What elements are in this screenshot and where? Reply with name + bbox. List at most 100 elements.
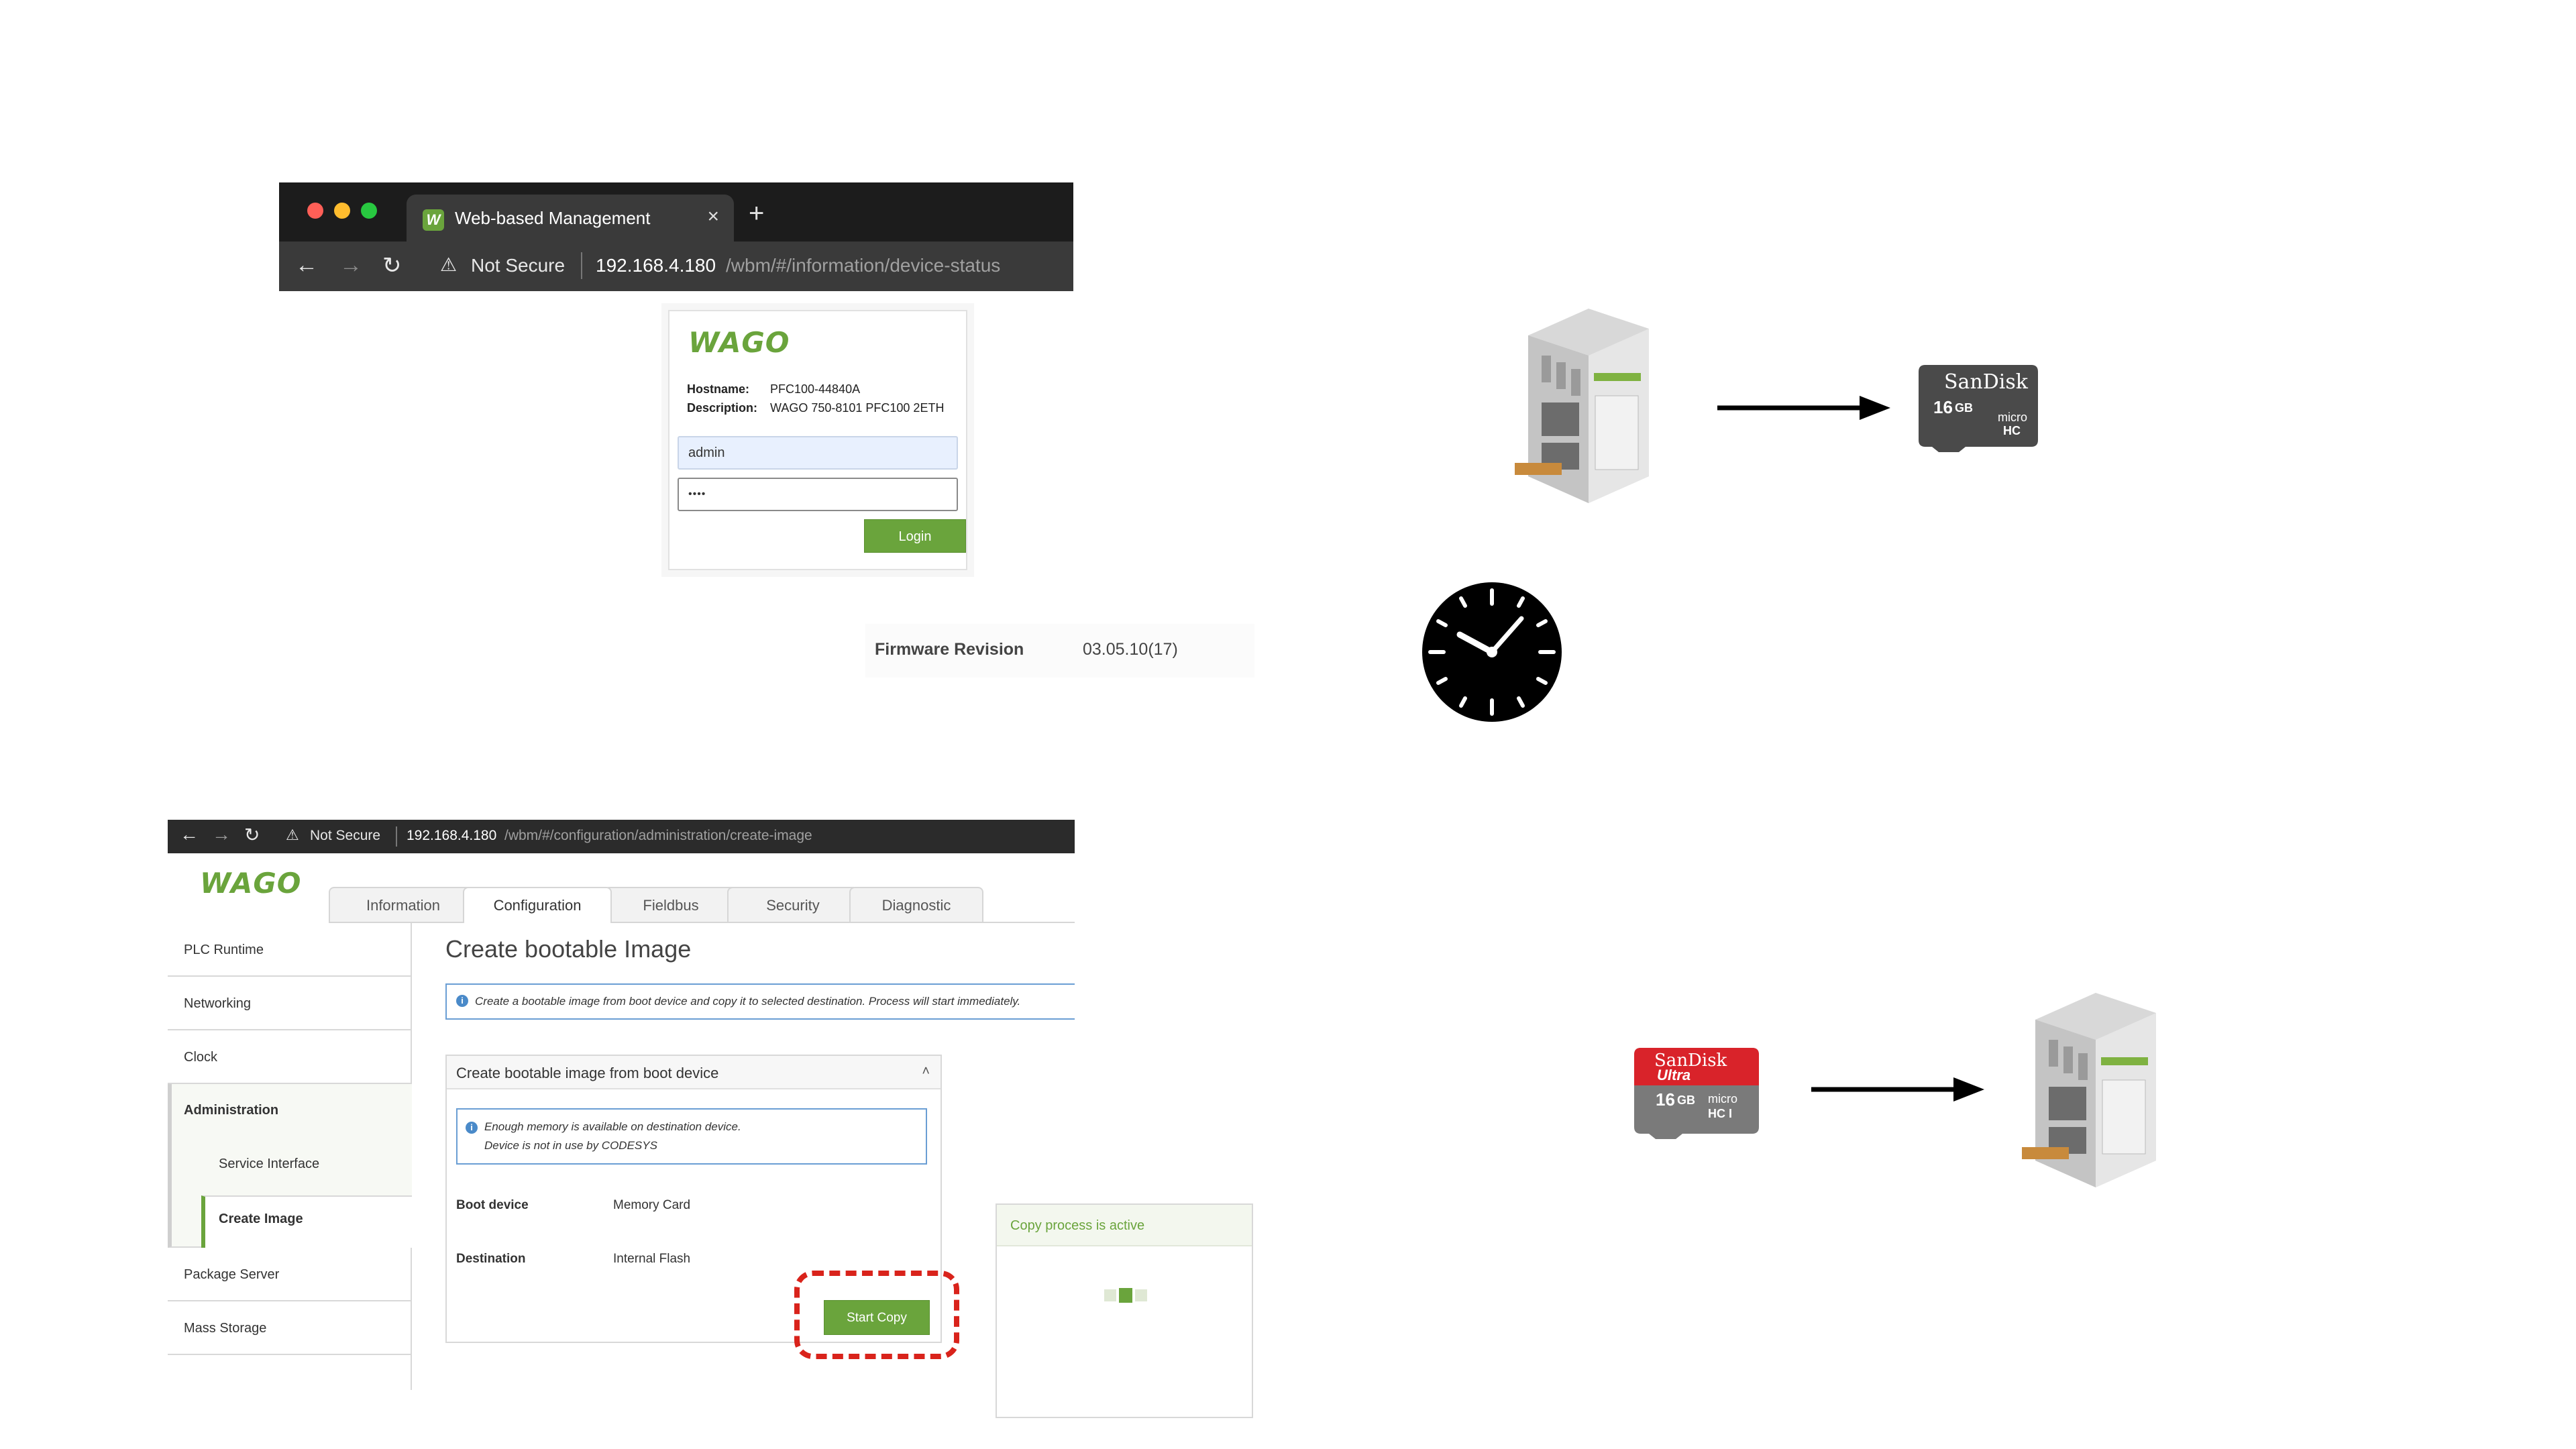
destination-label: Destination xyxy=(456,1252,526,1266)
password-input[interactable]: •••• xyxy=(678,478,958,511)
sd-brand-label: SanDisk xyxy=(1944,370,2028,394)
url-path[interactable]: /wbm/#/configuration/administration/crea… xyxy=(504,828,812,843)
forward-arrow-icon[interactable]: → xyxy=(339,252,362,278)
sd-ultra-class-label: HC I xyxy=(1708,1107,1732,1120)
login-button[interactable]: Login xyxy=(864,519,966,553)
sd-capacity-label: 16 xyxy=(1933,397,1953,417)
plc-controller-icon xyxy=(2022,993,2156,1187)
url-host[interactable]: 192.168.4.180 xyxy=(407,828,497,843)
sd-card-body-icon xyxy=(1919,365,2038,452)
panel-info-box: i Enough memory is available on destinat… xyxy=(456,1108,927,1165)
destination-value: Internal Flash xyxy=(613,1252,691,1266)
login-card: WAGO Hostname: PFC100-44840A Description:… xyxy=(668,310,967,570)
description-row: Description:WAGO 750-8101 PFC100 2ETH xyxy=(687,401,944,415)
copy-process-title: Copy process is active xyxy=(1010,1218,1145,1233)
hostname-row: Hostname: PFC100-44840A xyxy=(687,382,860,396)
sd-card-16gb-icon: SanDisk 16 GB micro HC xyxy=(1919,365,2038,452)
address-bar: ← → ↻ ⚠ Not Secure 192.168.4.180 /wbm/#/… xyxy=(279,241,1073,291)
sidebar-item-service-interface[interactable]: Service Interface xyxy=(219,1157,320,1171)
tab-security[interactable]: Security xyxy=(727,887,859,922)
hostname-value: PFC100-44840A xyxy=(770,382,861,396)
sd-type-label: micro xyxy=(1998,411,2027,424)
info-icon: i xyxy=(466,1122,478,1134)
copy-dialog-header: Copy process is active xyxy=(997,1205,1252,1246)
minimize-window-button[interactable] xyxy=(334,203,350,219)
sd-card-ultra-16gb-icon: SanDisk Ultra 16 GB micro HC I xyxy=(1634,1048,1759,1139)
loading-spinner-icon xyxy=(1104,1288,1150,1303)
hostname-label: Hostname: xyxy=(687,382,750,396)
tab-close-icon[interactable]: × xyxy=(707,205,719,227)
boot-device-value: Memory Card xyxy=(613,1198,691,1212)
back-arrow-icon[interactable]: ← xyxy=(180,824,199,845)
tab-diagnostic[interactable]: Diagnostic xyxy=(849,887,983,922)
tab-information[interactable]: Information xyxy=(329,887,478,922)
firmware-revision-row: Firmware Revision 03.05.10(17) xyxy=(865,624,1254,678)
username-input[interactable]: admin xyxy=(678,436,958,470)
create-image-panel: Create bootable image from boot device ˄… xyxy=(445,1055,942,1343)
new-tab-button[interactable]: + xyxy=(749,199,765,228)
sidebar-item-networking[interactable]: Networking xyxy=(168,977,412,1030)
url-separator xyxy=(396,826,397,847)
browser-tab[interactable]: W Web-based Management × xyxy=(407,195,734,243)
back-arrow-icon[interactable]: ← xyxy=(295,252,318,278)
arrow-right-icon xyxy=(1811,1077,1984,1102)
sd-ultra-brand-label: SanDisk xyxy=(1654,1051,1727,1071)
maximize-window-button[interactable] xyxy=(361,203,377,219)
reload-icon[interactable]: ↻ xyxy=(244,824,260,845)
sd-ultra-type-label: micro xyxy=(1708,1092,1737,1106)
tab-title: Web-based Management xyxy=(455,208,651,228)
tabs-baseline xyxy=(329,922,1075,923)
memory-info-text: Enough memory is available on destinatio… xyxy=(484,1120,741,1133)
forward-arrow-icon[interactable]: → xyxy=(212,824,231,845)
boot-device-label: Boot device xyxy=(456,1198,529,1212)
not-secure-label[interactable]: Not Secure xyxy=(310,828,381,843)
panel-header[interactable]: Create bootable image from boot device ˄ xyxy=(447,1056,941,1089)
codesys-info-text: Device is not in use by CODESYS xyxy=(484,1139,657,1152)
panel-title: Create bootable image from boot device xyxy=(456,1065,719,1081)
warning-icon: ⚠ xyxy=(286,826,299,843)
clock-icon xyxy=(1422,582,1562,722)
close-window-button[interactable] xyxy=(307,203,323,219)
url-path[interactable]: /wbm/#/information/device-status xyxy=(726,255,1001,276)
sidebar-item-create-image-active[interactable] xyxy=(201,1195,412,1248)
tab-bar: W Web-based Management × + xyxy=(279,182,1073,243)
tab-fieldbus[interactable]: Fieldbus xyxy=(604,887,738,922)
sidebar-item-create-image[interactable]: Create Image xyxy=(219,1212,303,1226)
wbm-app: WAGO Information Configuration Fieldbus … xyxy=(168,853,1075,1390)
sd-ultra-unit-label: GB xyxy=(1677,1093,1695,1107)
sd-class-label: HC xyxy=(2003,424,2021,437)
info-icon: i xyxy=(456,995,468,1007)
sidebar-item-administration[interactable]: Administration xyxy=(184,1103,279,1118)
sd-card-ultra-body-icon xyxy=(1634,1048,1759,1139)
firmware-value: 03.05.10(17) xyxy=(1083,640,1178,659)
wago-favicon-icon: W xyxy=(423,209,444,231)
sidebar-item-package-server[interactable]: Package Server xyxy=(168,1248,412,1301)
info-banner: i Create a bootable image from boot devi… xyxy=(445,983,1075,1020)
start-copy-highlight xyxy=(794,1271,959,1359)
sd-ultra-capacity-label: 16 xyxy=(1656,1089,1675,1110)
info-banner-text: Create a bootable image from boot device… xyxy=(475,995,1021,1008)
reload-icon[interactable]: ↻ xyxy=(382,253,402,278)
plc-controller-icon xyxy=(1515,309,1649,503)
url-separator xyxy=(581,252,582,279)
description-value: WAGO 750-8101 PFC100 2ETH xyxy=(770,401,945,415)
firmware-label: Firmware Revision xyxy=(875,640,1024,659)
start-copy-button[interactable]: Start Copy xyxy=(824,1300,930,1335)
sidebar-item-clock[interactable]: Clock xyxy=(168,1030,412,1084)
sidebar-item-plc-runtime[interactable]: PLC Runtime xyxy=(168,923,412,977)
collapse-chevron-icon[interactable]: ˄ xyxy=(922,1064,930,1079)
wago-logo: WAGO xyxy=(200,867,302,900)
tab-configuration[interactable]: Configuration xyxy=(463,887,612,923)
not-secure-label[interactable]: Not Secure xyxy=(471,255,566,276)
wago-logo: WAGO xyxy=(688,326,790,359)
page-title: Create bootable Image xyxy=(445,935,692,963)
url-host[interactable]: 192.168.4.180 xyxy=(596,255,716,276)
sidebar-item-mass-storage[interactable]: Mass Storage xyxy=(168,1301,412,1355)
login-browser-window: W Web-based Management × + ← → ↻ ⚠ Not S… xyxy=(279,182,1073,291)
sd-unit-label: GB xyxy=(1955,401,1973,415)
arrow-right-icon xyxy=(1717,396,1890,420)
warning-icon: ⚠ xyxy=(440,254,458,275)
sd-ultra-line-label: Ultra xyxy=(1657,1067,1691,1083)
copy-process-dialog: Copy process is active xyxy=(996,1203,1253,1418)
create-image-address-bar: ← → ↻ ⚠ Not Secure 192.168.4.180 /wbm/#/… xyxy=(168,820,1075,853)
